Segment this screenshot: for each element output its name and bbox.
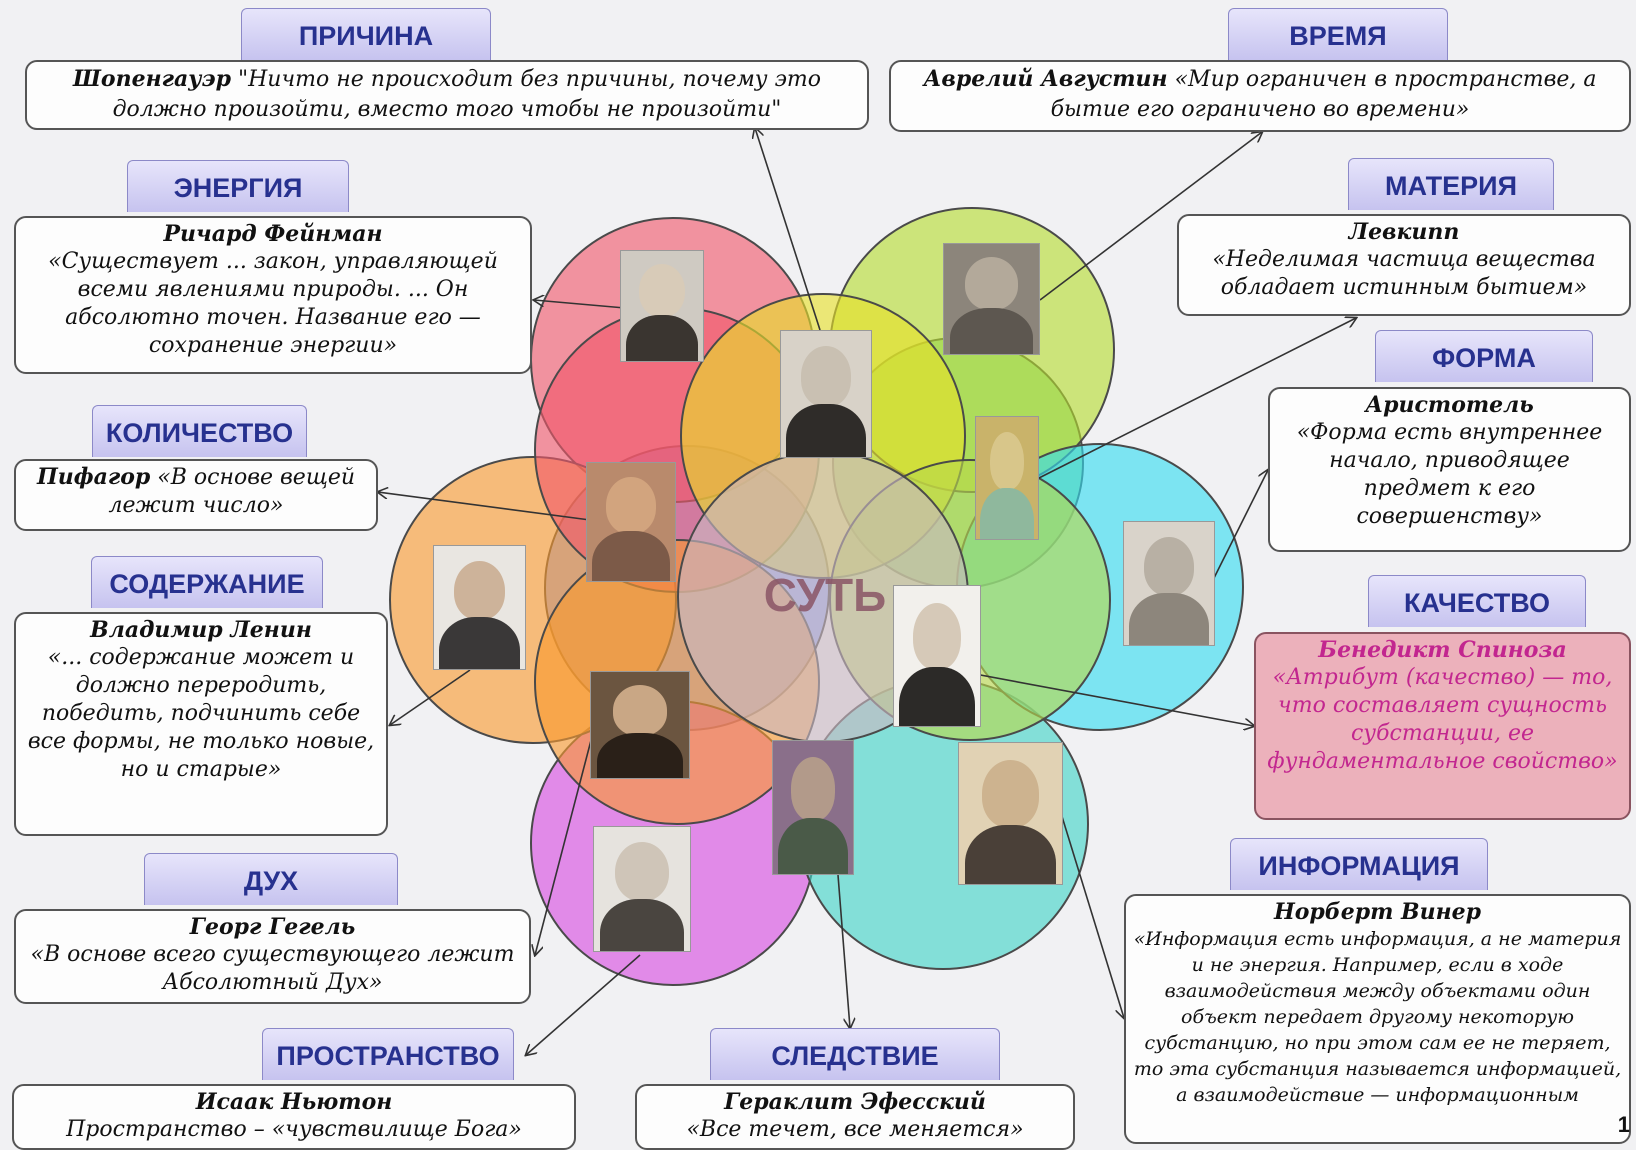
quote-information: «Информация есть информация, а не матери… bbox=[1133, 928, 1622, 1106]
portrait-spinoza bbox=[893, 585, 981, 727]
quote-box-time: Аврелий Августин «Мир ограничен в простр… bbox=[889, 60, 1631, 132]
center-label: СУТЬ bbox=[763, 569, 887, 621]
quote-time: «Мир ограничен в пространстве, а бытие е… bbox=[1050, 67, 1597, 122]
arrow-matter bbox=[1034, 318, 1356, 481]
tab-spirit: ДУХ bbox=[144, 853, 398, 905]
portrait-heraclitus bbox=[772, 740, 854, 875]
quote-space: Пространство – «чувствилище Бога» bbox=[66, 1117, 522, 1142]
arrow-content bbox=[390, 669, 471, 725]
author-time: Аврелий Августин bbox=[923, 66, 1168, 92]
author-cause: Шопенгауэр bbox=[73, 66, 231, 92]
quote-form: «Форма есть внутреннее начало, приводяще… bbox=[1296, 420, 1603, 529]
quote-effect: «Все течет, все меняется» bbox=[686, 1117, 1024, 1142]
arrow-cause bbox=[755, 128, 821, 331]
tab-information: ИНФОРМАЦИЯ bbox=[1230, 838, 1488, 890]
arrow-space bbox=[526, 954, 641, 1055]
arrow-time bbox=[1039, 132, 1262, 301]
quote-cause: "Ничто не происходит без причины, почему… bbox=[112, 67, 821, 122]
portrait-schopenhauer bbox=[780, 330, 872, 458]
author-information: Норберт Винер bbox=[1273, 899, 1482, 925]
portrait-wiener bbox=[958, 742, 1063, 885]
quote-box-content: Владимир Ленин «... содержание может и д… bbox=[14, 612, 388, 836]
page-number: 1 bbox=[1617, 1112, 1630, 1137]
portrait-hegel bbox=[590, 671, 690, 779]
portrait-aristotle bbox=[1123, 521, 1215, 646]
quote-box-energy: Ричард Фейнман «Существует ... закон, уп… bbox=[14, 216, 532, 374]
tab-time: ВРЕМЯ bbox=[1228, 8, 1448, 60]
quote-box-form: Аристотель «Форма есть внутреннее начало… bbox=[1268, 387, 1631, 552]
portrait-augustine bbox=[943, 243, 1040, 355]
tab-cause: ПРИЧИНА bbox=[241, 8, 491, 60]
quote-quality: «Атрибут (качество) — то, что составляет… bbox=[1267, 665, 1618, 774]
tab-form: ФОРМА bbox=[1375, 330, 1593, 382]
tab-quality: КАЧЕСТВО bbox=[1368, 575, 1586, 627]
quote-spirit: «В основе всего существующего лежит Абсо… bbox=[30, 942, 515, 995]
author-matter: Левкипп bbox=[1348, 219, 1460, 245]
portrait-lenin bbox=[433, 545, 526, 670]
tab-effect: СЛЕДСТВИЕ bbox=[710, 1028, 1000, 1080]
portrait-newton bbox=[593, 826, 691, 952]
author-content: Владимир Ленин bbox=[90, 617, 312, 643]
tab-energy: ЭНЕРГИЯ bbox=[127, 160, 349, 212]
quote-box-space: Исаак Ньютон Пространство – «чувствилище… bbox=[12, 1084, 576, 1150]
arrow-form bbox=[1212, 470, 1268, 581]
quote-box-cause: Шопенгауэр "Ничто не происходит без прич… bbox=[25, 60, 869, 130]
arrow-quantity bbox=[378, 492, 591, 521]
author-energy: Ричард Фейнман bbox=[163, 221, 383, 247]
arrow-spirit bbox=[535, 724, 596, 955]
arrow-information bbox=[1059, 809, 1124, 1018]
quote-box-information: Норберт Винер «Информация есть информаци… bbox=[1124, 894, 1631, 1144]
quote-matter: «Неделимая частица вещества обладает ист… bbox=[1212, 247, 1596, 300]
quote-content: «... содержание может и должно переродит… bbox=[27, 645, 375, 782]
author-effect: Гераклит Эфесский bbox=[724, 1089, 986, 1115]
tab-space: ПРОСТРАНСТВО bbox=[262, 1028, 514, 1080]
portrait-pythagoras bbox=[586, 462, 676, 582]
author-spirit: Георг Гегель bbox=[189, 914, 356, 940]
quote-quantity: «В основе вещей лежит число» bbox=[108, 465, 356, 518]
tab-quantity: КОЛИЧЕСТВО bbox=[92, 405, 307, 457]
portrait-leucippus bbox=[975, 416, 1039, 540]
quote-box-quality: Бенедикт Спиноза «Атрибут (качество) — т… bbox=[1254, 632, 1631, 820]
arrow-energy bbox=[534, 300, 626, 309]
author-space: Исаак Ньютон bbox=[195, 1089, 393, 1115]
author-quality: Бенедикт Спиноза bbox=[1318, 637, 1567, 663]
tab-matter: МАТЕРИЯ bbox=[1348, 158, 1554, 210]
quote-box-spirit: Георг Гегель «В основе всего существующе… bbox=[14, 909, 531, 1004]
portrait-feynman bbox=[620, 250, 704, 362]
quote-box-quantity: Пифагор «В основе вещей лежит число» bbox=[14, 459, 378, 531]
quote-energy: «Существует ... закон, управляющей всеми… bbox=[48, 249, 498, 358]
quote-box-effect: Гераклит Эфесский «Все течет, все меняет… bbox=[635, 1084, 1075, 1150]
tab-content: СОДЕРЖАНИЕ bbox=[91, 556, 323, 608]
quote-box-matter: Левкипп «Неделимая частица вещества обла… bbox=[1177, 214, 1631, 316]
author-form: Аристотель bbox=[1365, 392, 1534, 418]
connector-arrows bbox=[378, 128, 1356, 1055]
author-quantity: Пифагор bbox=[36, 464, 151, 490]
arrow-effect bbox=[837, 874, 850, 1028]
